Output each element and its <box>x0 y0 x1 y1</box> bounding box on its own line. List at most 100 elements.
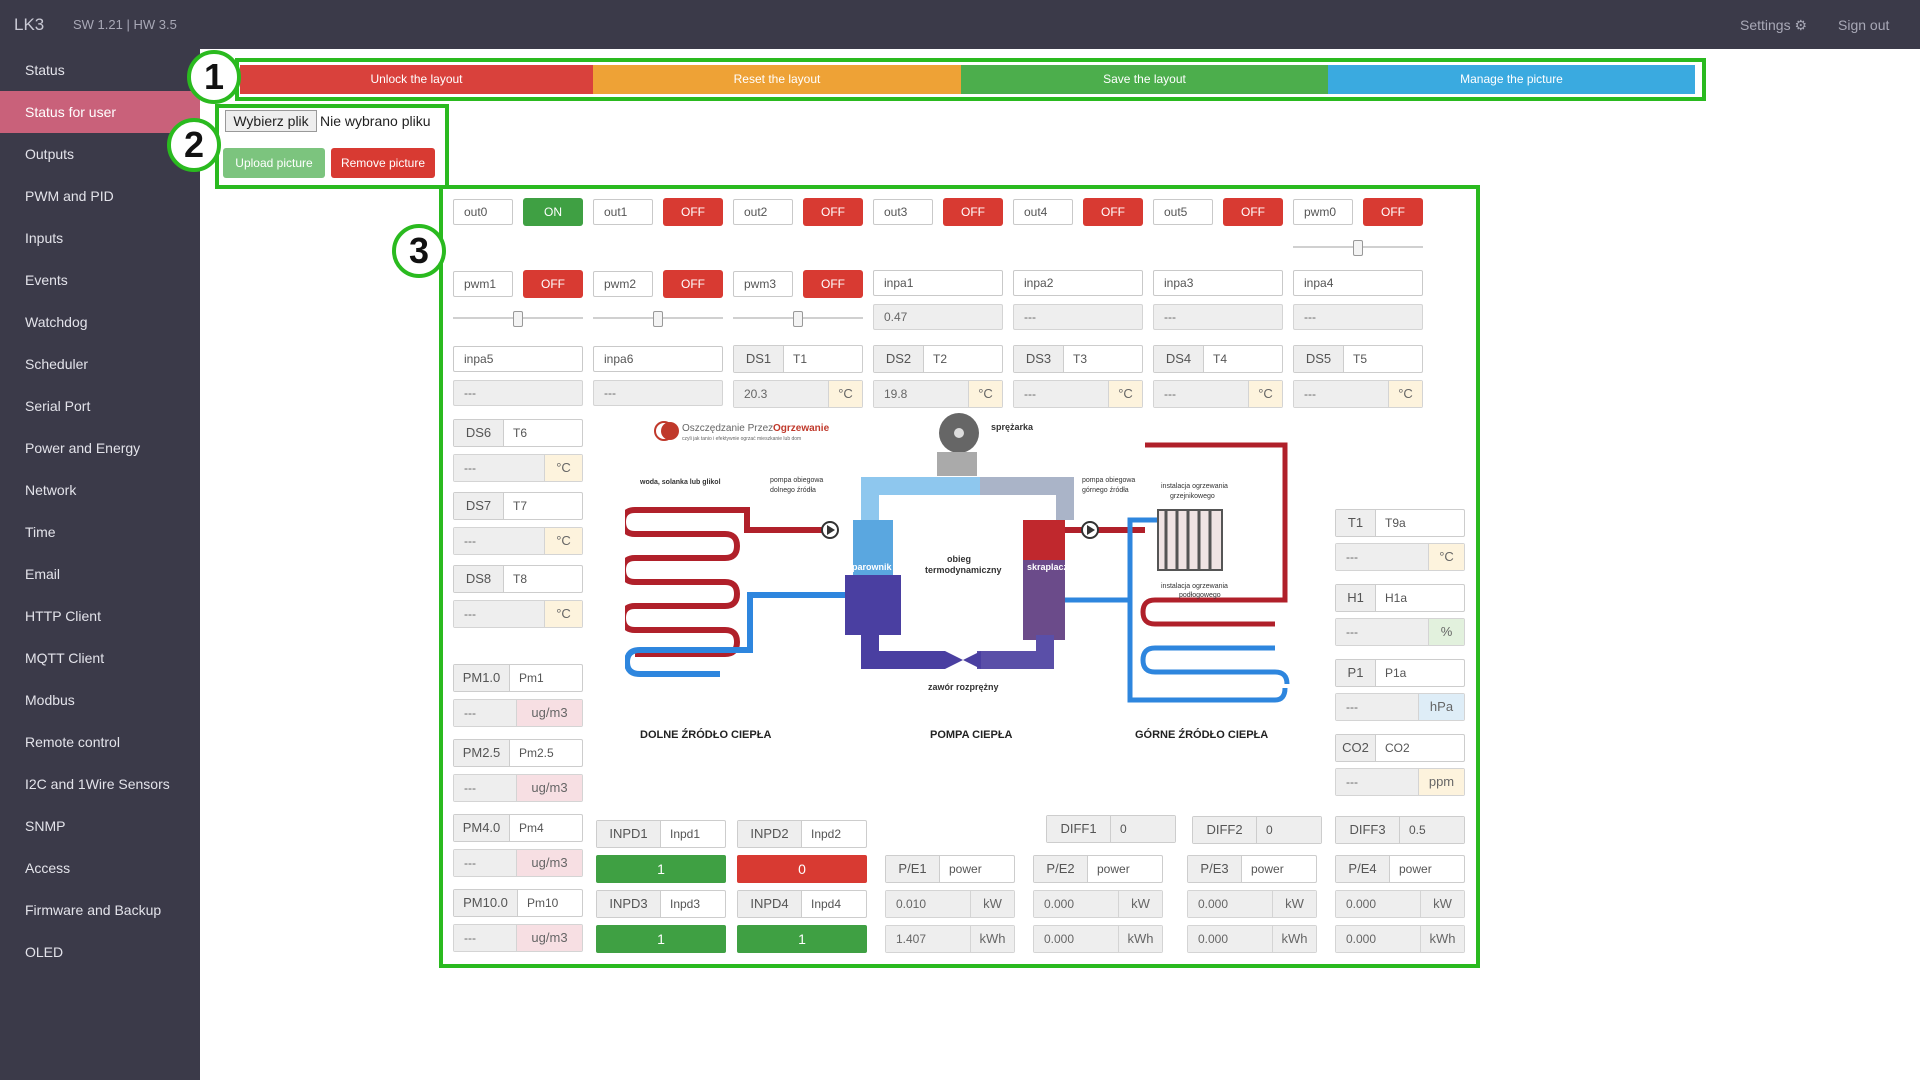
gear-icon: ⚙ <box>1794 17 1808 33</box>
diff-label: DIFF1 <box>1047 816 1111 842</box>
sidebar-item-mqtt-client[interactable]: MQTT Client <box>25 650 105 666</box>
power-label: P/E1 <box>886 856 940 882</box>
sidebar-item-watchdog[interactable]: Watchdog <box>25 314 88 330</box>
upper-source-cold-loop <box>1065 517 1288 703</box>
power-label: P/E4 <box>1336 856 1390 882</box>
output-name-out4: out4 <box>1013 199 1073 225</box>
sidebar-item-events[interactable]: Events <box>25 272 68 288</box>
slider-thumb[interactable] <box>513 311 523 327</box>
sidebar-item-snmp[interactable]: SNMP <box>25 818 66 834</box>
pm-name: Pm1 <box>519 671 544 685</box>
radiator-icon <box>1157 509 1223 571</box>
ds-value: --- <box>1014 381 1108 407</box>
top-bar: LK3 SW 1.21 | HW 3.5 Settings ⚙ Sign out <box>0 0 1920 49</box>
power-kw-unit: kW <box>970 891 1014 917</box>
ds-name: T7 <box>513 499 528 513</box>
cycle-label-2: termodynamiczny <box>925 565 1002 575</box>
output-toggle-out5[interactable]: OFF <box>1223 198 1283 226</box>
output-toggle-out2[interactable]: OFF <box>803 198 863 226</box>
analog-name-inpa3: inpa3 <box>1153 270 1283 296</box>
remove-picture-button[interactable]: Remove picture <box>331 148 435 178</box>
output-toggle-out4[interactable]: OFF <box>1083 198 1143 226</box>
pump-low-label-1: pompa obiegowa <box>770 477 823 484</box>
pwm-slider-pwm3[interactable] <box>733 311 863 327</box>
analog-value-inpa6: --- <box>593 380 723 406</box>
ds-reading-ds2: 19.8°C <box>873 380 1003 408</box>
sidebar-item-status[interactable]: Status <box>25 62 65 78</box>
manage-picture-button[interactable]: Manage the picture <box>1328 65 1695 94</box>
output-toggle-out0[interactable]: ON <box>523 198 583 226</box>
pwm0-slider[interactable] <box>1293 240 1423 256</box>
pwm-slider-pwm2[interactable] <box>593 311 723 327</box>
sidebar-item-network[interactable]: Network <box>25 482 77 498</box>
sidebar-item-firmware-and-backup[interactable]: Firmware and Backup <box>25 902 162 918</box>
ds-unit: °C <box>544 601 582 627</box>
sidebar-item-email[interactable]: Email <box>25 566 61 582</box>
ds-value: 19.8 <box>874 381 968 407</box>
sidebar-item-status-for-user[interactable]: Status for user <box>0 91 200 133</box>
sidebar-item-modbus[interactable]: Modbus <box>25 692 75 708</box>
sidebar-item-inputs[interactable]: Inputs <box>25 230 64 246</box>
upper-source-label: GÓRNE ŹRÓDŁO CIEPŁA <box>1135 728 1268 741</box>
ds-label: DS4 <box>1154 346 1204 372</box>
ds-name: T5 <box>1353 352 1368 366</box>
sidebar-item-pwm-and-pid[interactable]: PWM and PID <box>25 188 114 204</box>
sidebar-item-power-and-energy[interactable]: Power and Energy <box>25 440 141 456</box>
pm-reading-pm4: ---ug/m3 <box>453 849 583 877</box>
output-toggle-out3[interactable]: OFF <box>943 198 1003 226</box>
env-unit: °C <box>1428 544 1464 570</box>
sidebar-item-scheduler[interactable]: Scheduler <box>25 356 89 372</box>
pwm-toggle-pwm2[interactable]: OFF <box>663 270 723 298</box>
pwm-name-pwm2: pwm2 <box>593 271 653 297</box>
output-toggle-out1[interactable]: OFF <box>663 198 723 226</box>
power-kw-unit: kW <box>1118 891 1162 917</box>
pm-unit: ug/m3 <box>516 775 582 801</box>
sidebar-item-remote-control[interactable]: Remote control <box>25 734 120 750</box>
slider-thumb[interactable] <box>793 311 803 327</box>
pm-value: --- <box>454 850 516 876</box>
env-reading-t1: ---°C <box>1335 543 1465 571</box>
pm-reading-pm1: ---ug/m3 <box>453 699 583 727</box>
pm-value: --- <box>454 775 516 801</box>
sidebar-item-http-client[interactable]: HTTP Client <box>25 608 101 624</box>
unlock-layout-button[interactable]: Unlock the layout <box>240 65 593 94</box>
pwm-slider-pwm1[interactable] <box>453 311 583 327</box>
upload-picture-button[interactable]: Upload picture <box>223 148 325 178</box>
sidebar-item-oled[interactable]: OLED <box>25 944 64 960</box>
ds-value: 20.3 <box>734 381 828 407</box>
choose-file-button[interactable]: Wybierz plik <box>225 110 317 132</box>
slider-thumb[interactable] <box>653 311 663 327</box>
reset-layout-button[interactable]: Reset the layout <box>593 65 961 94</box>
sidebar-item-i2c-and-1wire-sensors[interactable]: I2C and 1Wire Sensors <box>25 776 170 792</box>
pwm-toggle-pwm1[interactable]: OFF <box>523 270 583 298</box>
output-toggle-pwm0[interactable]: OFF <box>1363 198 1423 226</box>
settings-link[interactable]: Settings ⚙ <box>1740 17 1807 34</box>
sign-out-link[interactable]: Sign out <box>1838 17 1890 33</box>
sidebar-item-access[interactable]: Access <box>25 860 71 876</box>
ds-label: DS8 <box>454 566 504 592</box>
settings-label: Settings <box>1740 17 1791 33</box>
pm-value: --- <box>454 700 516 726</box>
save-layout-button[interactable]: Save the layout <box>961 65 1328 94</box>
analog-value-inpa2: --- <box>1013 304 1143 330</box>
sidebar-item-outputs[interactable]: Outputs <box>25 146 75 162</box>
slider-thumb[interactable] <box>1353 240 1363 256</box>
pwm-toggle-pwm3[interactable]: OFF <box>803 270 863 298</box>
pm-unit: ug/m3 <box>516 700 582 726</box>
env-unit: hPa <box>1418 694 1464 720</box>
power-kw-value: 0.000 <box>1336 891 1420 917</box>
sidebar-item-time[interactable]: Time <box>25 524 56 540</box>
sidebar-item-serial-port[interactable]: Serial Port <box>25 398 91 414</box>
